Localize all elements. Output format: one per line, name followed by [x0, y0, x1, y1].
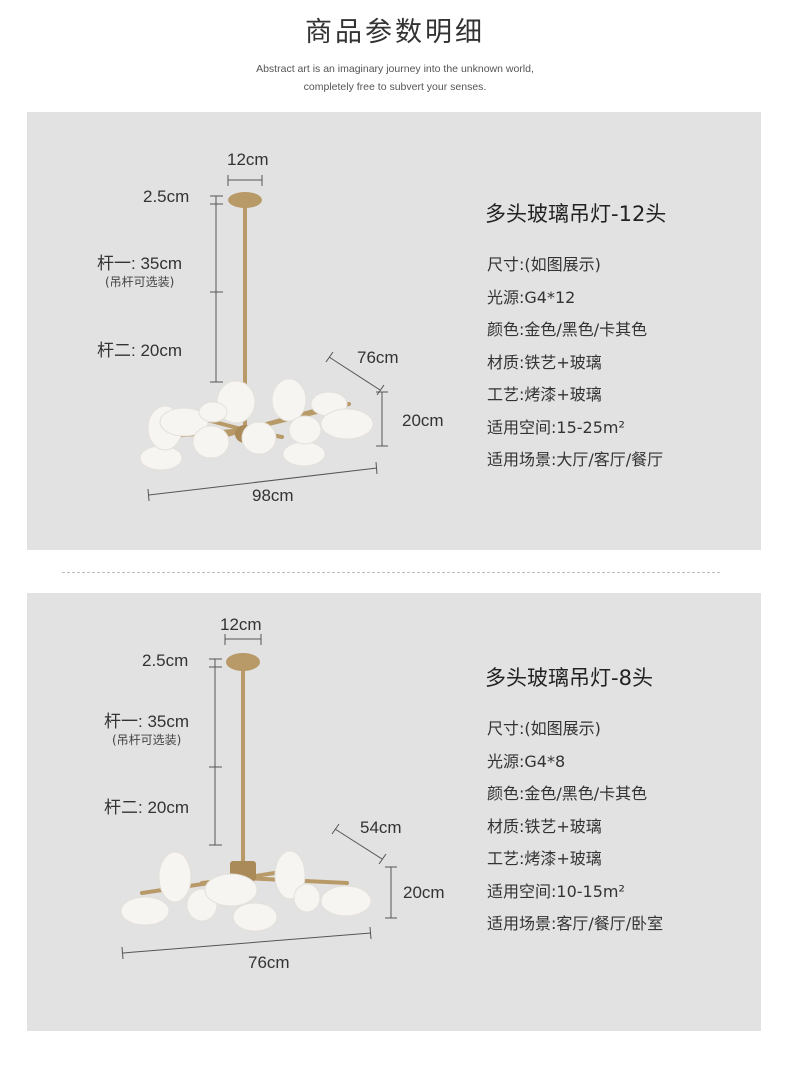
rod-one-label: 杆一: 35cm [97, 254, 183, 273]
spec-color: 颜色:金色/黑色/卡其色 [487, 320, 648, 339]
spec-light-source: 光源:G4*8 [487, 751, 566, 771]
canopy-width-label: 12cm [227, 150, 269, 169]
spec-craft: 工艺:烤漆+玻璃 [487, 849, 602, 868]
spec-scene: 适用场景:大厅/客厅/餐厅 [487, 450, 664, 469]
section-divider [62, 572, 720, 573]
spec-color: 颜色:金色/黑色/卡其色 [487, 784, 648, 803]
height-label: 20cm [403, 883, 445, 902]
depth-label: 54cm [360, 818, 402, 837]
spec-size: 尺寸:(如图展示) [487, 719, 601, 738]
product-title: 多头玻璃吊灯-12头 [485, 202, 667, 226]
product-title: 多头玻璃吊灯-8头 [485, 666, 653, 690]
rod-two-label: 杆二: 20cm [104, 798, 190, 817]
rod-one-label: 杆一: 35cm [104, 712, 190, 731]
spec-material: 材质:铁艺+玻璃 [487, 816, 602, 836]
page-subtitle: Abstract art is an imaginary journey int… [0, 60, 790, 96]
rod-one-note: (吊杆可选装) [112, 733, 182, 747]
spec-light-source: 光源:G4*12 [487, 287, 576, 307]
rod-two-label: 杆二: 20cm [97, 341, 183, 360]
spec-space: 适用空间:10-15m² [487, 881, 625, 901]
spec-size: 尺寸:(如图展示) [487, 255, 601, 274]
width-label: 98cm [252, 486, 294, 505]
product-panel-8-head: 12cm 2.5cm 杆一: 35cm (吊杆可选装) 杆二: 20cm 54c… [27, 593, 761, 1031]
width-label: 76cm [248, 953, 290, 972]
product-panel-12-head: 12cm 2.5cm 杆一: 35cm (吊杆可选装) 杆二: 20cm 76c… [27, 112, 761, 550]
canopy-height-label: 2.5cm [142, 651, 189, 670]
depth-label: 76cm [357, 348, 399, 367]
rod-one-note: (吊杆可选装) [105, 275, 175, 289]
chandelier-8-head-illustration [120, 634, 397, 960]
spec-space: 适用空间:15-25m² [487, 417, 625, 437]
subtitle-line-1: Abstract art is an imaginary journey int… [256, 63, 534, 75]
spec-list: 尺寸:(如图展示) 光源:G4*8 颜色:金色/黑色/卡其色 材质:铁艺+玻璃 … [487, 713, 663, 941]
spec-list: 尺寸:(如图展示) 光源:G4*12 颜色:金色/黑色/卡其色 材质:铁艺+玻璃… [487, 249, 663, 477]
spec-material: 材质:铁艺+玻璃 [487, 352, 602, 372]
height-label: 20cm [402, 411, 444, 430]
canopy-height-label: 2.5cm [143, 187, 190, 206]
chandelier-12-head-illustration [139, 175, 388, 502]
spec-craft: 工艺:烤漆+玻璃 [487, 385, 602, 404]
spec-scene: 适用场景:客厅/餐厅/卧室 [487, 914, 664, 933]
canopy-width-label: 12cm [220, 615, 262, 634]
page-title: 商品参数明细 [305, 17, 485, 48]
subtitle-line-2: completely free to subvert your senses. [303, 81, 487, 93]
